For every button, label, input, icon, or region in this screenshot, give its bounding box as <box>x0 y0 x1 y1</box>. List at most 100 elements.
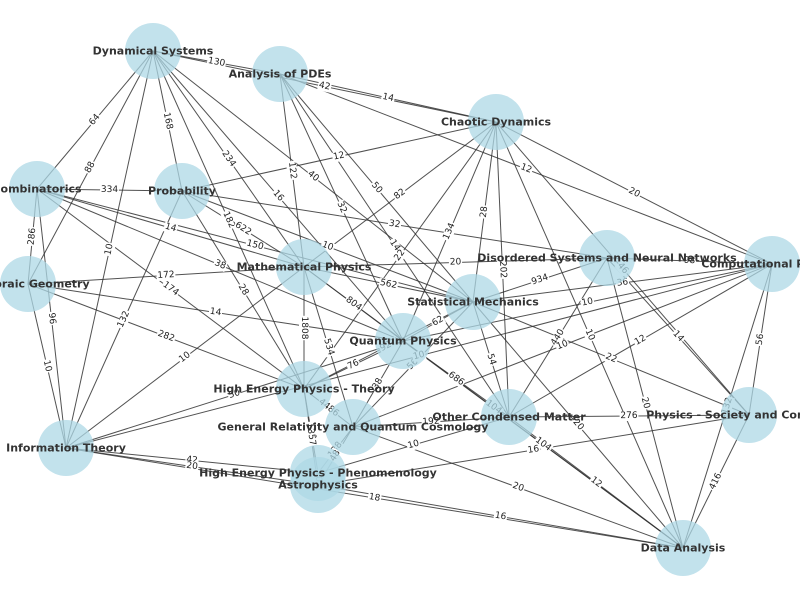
edge-label-dsnn-cp: 98 <box>682 255 697 267</box>
edge-weight-label: 282 <box>156 329 176 344</box>
node-label-prob: Probability <box>148 185 216 198</box>
edge-weight-label: 150 <box>245 239 264 253</box>
edge-weight-label: 12 <box>633 333 648 347</box>
edge-label-sm-ocm: 54 <box>484 351 498 368</box>
node-label-mp: Mathematical Physics <box>237 261 372 274</box>
edge-label-grqc-da: 20 <box>510 480 526 495</box>
edge-label-prob-hept: 28 <box>235 281 251 299</box>
edge-weight-label: 14 <box>381 92 395 104</box>
edge-label-background <box>208 306 223 319</box>
edge-label-background <box>587 474 605 491</box>
edge-label-background <box>160 110 175 132</box>
edge-label-background <box>602 351 620 366</box>
edge-label-background <box>510 480 526 495</box>
edge-label-background <box>226 387 243 402</box>
edge-weight-label: 234 <box>219 149 237 169</box>
node-it <box>38 420 94 476</box>
edge-label-background <box>548 326 568 349</box>
node-label-dsnn: Disordered Systems and Neural Networks <box>477 252 737 265</box>
edge-weight-label: 16 <box>494 511 507 523</box>
edge-label-background <box>184 460 200 473</box>
edge-weight-label: 28 <box>236 283 251 298</box>
edge-label-sm-psc: 22 <box>602 351 620 366</box>
edge-label-comb-mp: 14 <box>162 221 179 235</box>
node-label-da: Data Analysis <box>641 542 726 555</box>
edge-weight-label: 934 <box>530 272 550 287</box>
edge-weight-label: 357 <box>305 428 317 446</box>
edge-weight-label: 40 <box>305 169 320 184</box>
edge-label-ds-it: 10 <box>103 241 116 258</box>
node-astro <box>290 457 346 513</box>
edge-weight-label: 334 <box>101 185 119 195</box>
edge-label-comb-qp: 38 <box>211 257 229 273</box>
edge-label-background <box>82 159 99 176</box>
edge-weight-label: 276 <box>620 411 638 421</box>
edge-label-sm-qp: 62 <box>429 313 447 330</box>
edge-label-cd-cp: 20 <box>625 185 643 201</box>
edge-weight-label: 534 <box>321 337 336 357</box>
edge-label-ds-comb: 64 <box>86 111 104 129</box>
edge-weight-label: 10 <box>581 296 595 308</box>
node-cd <box>468 94 524 150</box>
edge-weight-label: 202 <box>497 261 508 279</box>
edge-label-background <box>45 311 58 326</box>
node-psc <box>721 387 777 443</box>
edge-label-background <box>669 328 687 345</box>
node-grqc <box>325 399 381 455</box>
edge-label-ocm-heph: 10 <box>405 438 422 452</box>
edge-weight-label: 168 <box>161 112 174 131</box>
edge-weight-label: 50 <box>228 388 242 401</box>
edge-label-background <box>380 91 396 105</box>
edge-weight-label: 54 <box>485 353 498 367</box>
node-label-it: Information Theory <box>6 442 126 455</box>
edge-label-background <box>103 241 116 258</box>
edge-label-background <box>299 315 309 341</box>
edge-label-comb-sm: 150 <box>244 238 266 253</box>
edge-label-background <box>40 358 54 374</box>
edge-weight-label: 10 <box>41 359 53 373</box>
edge-weight-label: 20 <box>639 396 652 410</box>
edge-label-ds-ag: 88 <box>82 159 99 176</box>
node-qp <box>375 313 431 369</box>
edge-label-background <box>345 357 362 373</box>
edge-weight-label: 10 <box>103 243 115 257</box>
edge-weight-label: 20 <box>627 186 642 200</box>
edge-label-background <box>478 204 491 220</box>
node-label-comb: Combinatorics <box>0 183 82 196</box>
edge-label-ocm-psc: 276 <box>619 410 639 422</box>
edge-label-mp-it: 10 <box>176 349 194 366</box>
edge-weight-label: 50 <box>369 180 384 195</box>
node-mp <box>276 239 332 295</box>
edge-label-dsnn-da: 20 <box>638 395 652 411</box>
edge-label-background <box>232 219 254 239</box>
edge-weight-label: 88 <box>83 160 97 175</box>
edge-label-background <box>632 332 649 349</box>
nodes-layer <box>0 23 800 576</box>
edge-label-background <box>334 199 349 216</box>
edge-label-background <box>582 326 597 344</box>
edge-label-background <box>493 510 508 523</box>
node-label-sm: Statistical Mechanics <box>407 296 539 309</box>
edge-label-background <box>518 161 534 177</box>
edge-label-background <box>554 338 571 353</box>
edge-label-astro-da: 16 <box>493 510 508 523</box>
edge-label-background <box>421 416 441 428</box>
edge-label-mp-hept: 1808 <box>299 315 309 341</box>
edge-weight-label: 22 <box>604 352 618 366</box>
edge-label-background <box>317 80 332 93</box>
edge-label-mp-grqc: 534 <box>320 336 337 358</box>
edge-label-mp-cd: 82 <box>391 186 409 203</box>
edge-label-background <box>448 257 463 268</box>
edge-label-background <box>269 187 287 205</box>
edge-label-background <box>484 351 498 368</box>
edge-weight-label: 192 <box>422 416 440 427</box>
edge-label-background <box>441 220 458 243</box>
edge-weight-label: 12 <box>332 150 345 162</box>
edge-weight-label: 98 <box>684 256 696 266</box>
edge-label-hept-astro: 357 <box>304 426 318 448</box>
node-label-ag: Algebraic Geometry <box>0 278 90 291</box>
edge-label-ds-sm: 40 <box>304 168 322 185</box>
